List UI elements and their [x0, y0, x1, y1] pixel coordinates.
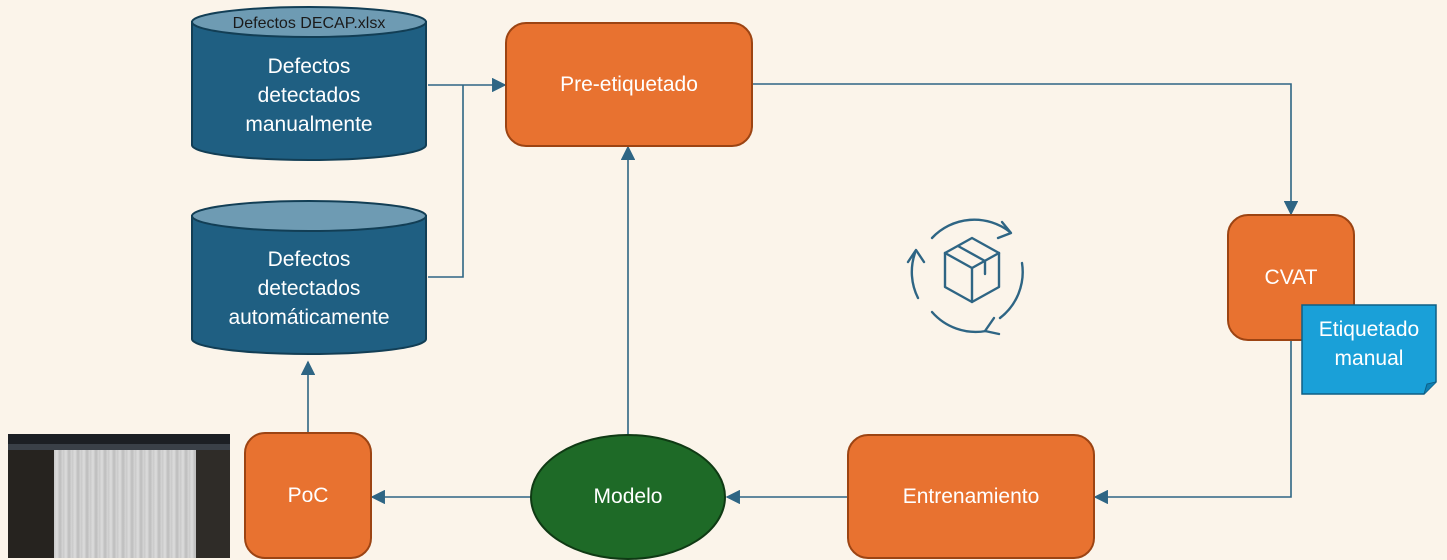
poc-box	[244, 432, 372, 559]
preetiquetado-label: Pre-etiquetado	[560, 72, 698, 96]
thumbnail-right-frame	[196, 450, 230, 558]
auto-db-line-3: automáticamente	[228, 305, 390, 329]
auto-defects-database	[191, 200, 427, 355]
thumbnail-subbar	[8, 444, 230, 450]
manual-defects-database	[191, 6, 427, 161]
etiquetado-manual-line-2: manual	[1334, 347, 1404, 370]
etiquetado-manual-note	[1301, 304, 1437, 395]
thumbnail-toolbar	[8, 434, 230, 444]
inspection-screenshot-thumbnail	[8, 434, 230, 558]
etiquetado-manual-line-1: Etiquetado	[1318, 318, 1420, 341]
arrow-auto-to-preetiquetado	[428, 85, 464, 278]
manual-db-line-2: detectados	[257, 83, 361, 107]
entrenamiento-label: Entrenamiento	[902, 484, 1040, 508]
thumbnail-fabric-web	[54, 450, 196, 558]
manual-db-label: Defectos detectados manualmente	[192, 50, 426, 140]
poc-label: PoC	[287, 483, 329, 507]
arrow-preetiquetado-to-cvat	[752, 83, 1299, 216]
preetiquetado-box	[505, 22, 753, 147]
manual-db-line-3: manualmente	[245, 112, 373, 136]
manual-db-line-1: Defectos	[267, 54, 351, 78]
manual-db-header: Defectos DECAP.xlsx	[232, 15, 386, 32]
connectors	[300, 77, 1299, 505]
auto-db-line-1: Defectos	[267, 247, 351, 271]
arrow-cvat-to-entrenamiento	[1093, 340, 1292, 505]
entrenamiento-box	[847, 434, 1095, 559]
modelo-label: Modelo	[593, 485, 663, 508]
package-cycle-icon	[906, 218, 1024, 336]
modelo-ellipse	[530, 434, 726, 560]
cvat-label: CVAT	[1264, 265, 1318, 289]
etiquetado-manual-label: Etiquetado manual	[1302, 305, 1436, 383]
auto-db-line-2: detectados	[257, 276, 361, 300]
thumbnail-left-frame	[8, 450, 54, 558]
auto-db-label: Defectos detectados automáticamente	[192, 243, 426, 333]
